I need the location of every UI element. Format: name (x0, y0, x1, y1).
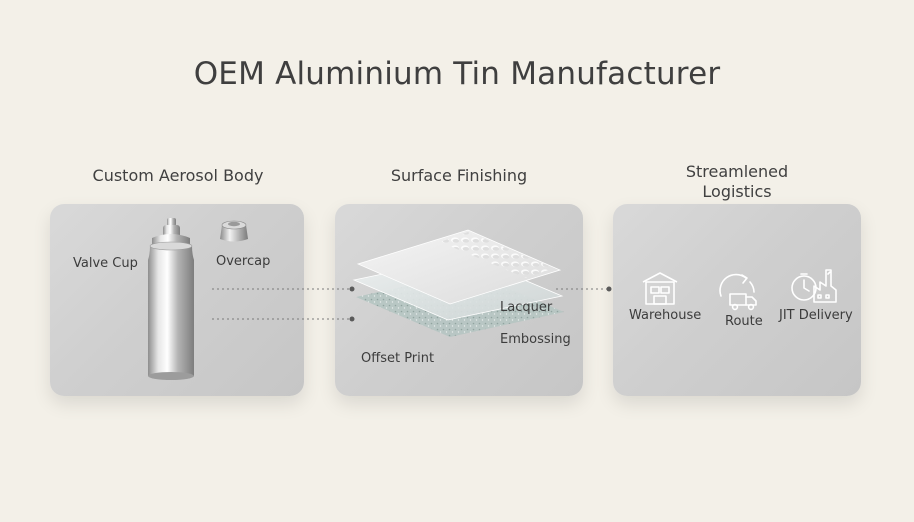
heading-logistics: Streamlened Logistics (612, 162, 862, 202)
label-route: Route (725, 314, 763, 329)
label-jit-delivery: JIT Delivery (779, 308, 853, 323)
heading-logistics-line1: Streamlened (685, 162, 789, 181)
heading-aerosol: Custom Aerosol Body (92, 166, 264, 185)
overcap-icon (220, 220, 248, 242)
route-truck-icon (719, 273, 757, 311)
label-lacquer: Lacquer (500, 300, 553, 315)
label-valve-cup: Valve Cup (73, 256, 138, 271)
warehouse-icon (642, 272, 678, 305)
heading-logistics-line2: Logistics (702, 182, 772, 201)
aerosol-can-icon (148, 218, 194, 380)
connector-dot-2 (349, 316, 355, 322)
layered-sheets-icon (352, 229, 564, 337)
label-overcap: Overcap (216, 254, 271, 269)
label-offset-print: Offset Print (361, 351, 435, 366)
heading-surface: Surface Finishing (390, 166, 528, 185)
jit-delivery-icon (791, 269, 837, 303)
label-embossing: Embossing (500, 332, 571, 347)
connector-dot-1 (349, 286, 355, 292)
label-warehouse: Warehouse (629, 308, 702, 323)
page-title: OEM Aluminium Tin Manufacturer (193, 56, 721, 92)
connector-dot-3 (606, 286, 612, 292)
